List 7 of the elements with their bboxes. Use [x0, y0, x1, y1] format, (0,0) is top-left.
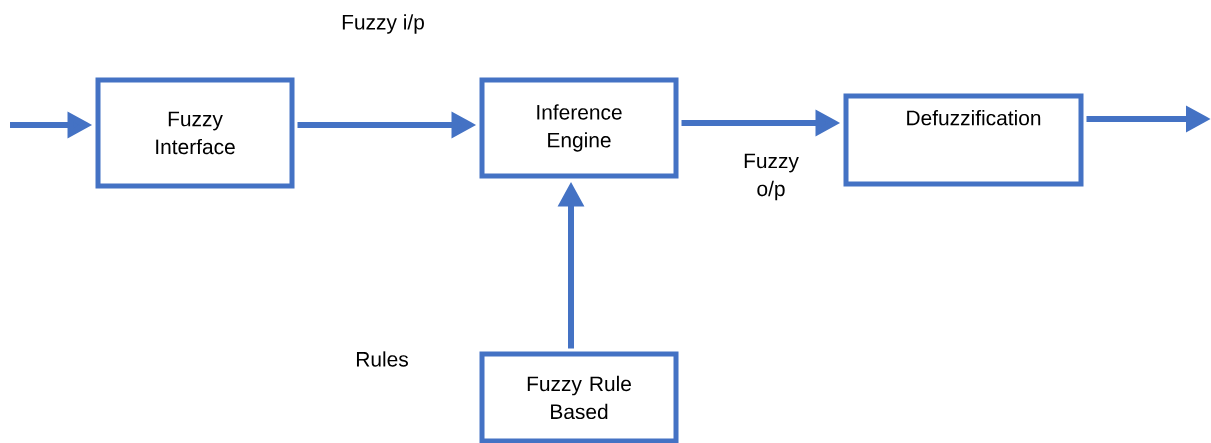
process-box: Defuzzification — [843, 93, 1084, 187]
process-box: Inference Engine — [479, 77, 679, 179]
process-box: Fuzzy Interface — [95, 77, 295, 189]
text-label: Fuzzy o/p — [744, 153, 799, 201]
text-label: Rules — [357, 351, 408, 367]
process-box: Fuzzy Rule Based — [479, 351, 679, 443]
text-label: Fuzzy i/p — [342, 14, 424, 34]
